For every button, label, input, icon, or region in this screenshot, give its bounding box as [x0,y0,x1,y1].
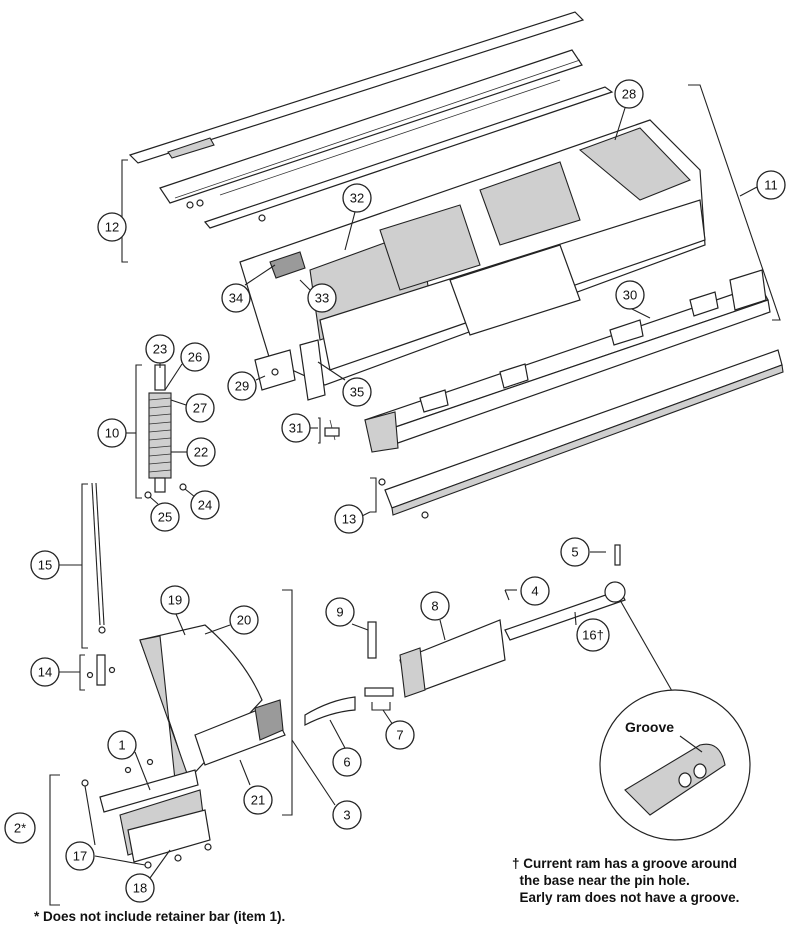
svg-text:25: 25 [158,510,172,525]
svg-text:3: 3 [343,808,350,823]
callout-4: 4 [505,576,550,606]
svg-text:2*: 2* [14,821,26,836]
svg-text:11: 11 [764,178,778,193]
footnote-retainer-bar: * Does not include retainer bar (item 1)… [34,909,286,924]
svg-text:5: 5 [571,545,578,560]
callout-1: 1 [107,730,151,791]
svg-text:18: 18 [133,881,147,896]
cylinder-assembly [304,544,626,726]
callout-2: 2* [4,812,36,844]
plow-wing [49,589,293,906]
callout-6: 6 [329,719,362,777]
ram-groove-note: † Current ram has a groove around the ba… [512,856,740,905]
callout-22: 22 [171,437,216,467]
callout-16: 16† [574,611,610,652]
spring-assembly [135,364,187,499]
svg-text:22: 22 [194,445,208,460]
callout-35: 35 [317,361,372,407]
callout-17: 17 [65,785,146,871]
callout-23: 23 [145,334,175,368]
svg-text:6: 6 [343,755,350,770]
callout-7: 7 [371,702,415,750]
svg-text:28: 28 [622,87,636,102]
svg-text:1: 1 [118,738,125,753]
callout-8: 8 [420,591,450,641]
lift-rod [81,482,106,649]
callout-25: 25 [149,496,180,532]
callout-30: 30 [615,280,651,319]
callout-3: 3 [291,739,362,830]
svg-text:4: 4 [531,584,538,599]
svg-text:17: 17 [73,849,87,864]
svg-text:9: 9 [336,605,343,620]
callout-5: 5 [560,537,606,567]
svg-text:27: 27 [193,401,207,416]
svg-text:23: 23 [153,342,167,357]
callout-20: 20 [204,605,259,635]
svg-text:30: 30 [623,288,637,303]
callout-19: 19 [160,585,190,636]
svg-text:7: 7 [396,728,403,743]
callout-11: 11 [739,170,786,200]
svg-text:33: 33 [315,291,329,306]
svg-text:20: 20 [237,613,251,628]
callout-18: 18 [125,849,171,903]
svg-text:21: 21 [251,793,265,808]
deflector-assembly [121,11,614,263]
callout-10: 10 [97,418,136,448]
svg-text:31: 31 [289,421,303,436]
callout-31: 31 [281,413,318,443]
callout-12: 12 [97,212,127,242]
callout-27: 27 [170,393,215,423]
svg-text:26: 26 [188,350,202,365]
a-frame-bar [318,269,771,453]
bracket-14 [79,654,116,691]
cutting-edge [370,349,784,519]
callout-29: 29 [227,371,266,401]
svg-text:32: 32 [350,191,364,206]
groove-label: Groove [625,719,674,735]
svg-text:34: 34 [229,291,243,306]
callout-33: 33 [299,279,337,313]
svg-text:14: 14 [38,665,52,680]
svg-text:29: 29 [235,379,249,394]
callout-21: 21 [239,759,273,815]
svg-text:12: 12 [105,220,119,235]
bracket-group [254,339,326,401]
svg-text:10: 10 [105,426,119,441]
svg-text:15: 15 [38,558,52,573]
svg-text:16†: 16† [582,628,604,643]
callout-26: 26 [164,342,210,391]
callout-34: 34 [221,264,276,313]
callout-24: 24 [184,488,220,520]
svg-text:19: 19 [168,593,182,608]
svg-text:8: 8 [431,599,438,614]
callout-9: 9 [325,597,369,631]
callout-32: 32 [342,183,372,251]
groove-detail: Groove [599,599,751,841]
moldboard [239,84,781,386]
callout-13: 13 [334,504,371,534]
callout-28: 28 [614,79,644,141]
callout-14: 14 [30,657,80,687]
svg-text:13: 13 [342,512,356,527]
callout-15: 15 [30,550,82,580]
svg-text:35: 35 [350,385,364,400]
svg-text:24: 24 [198,498,212,513]
